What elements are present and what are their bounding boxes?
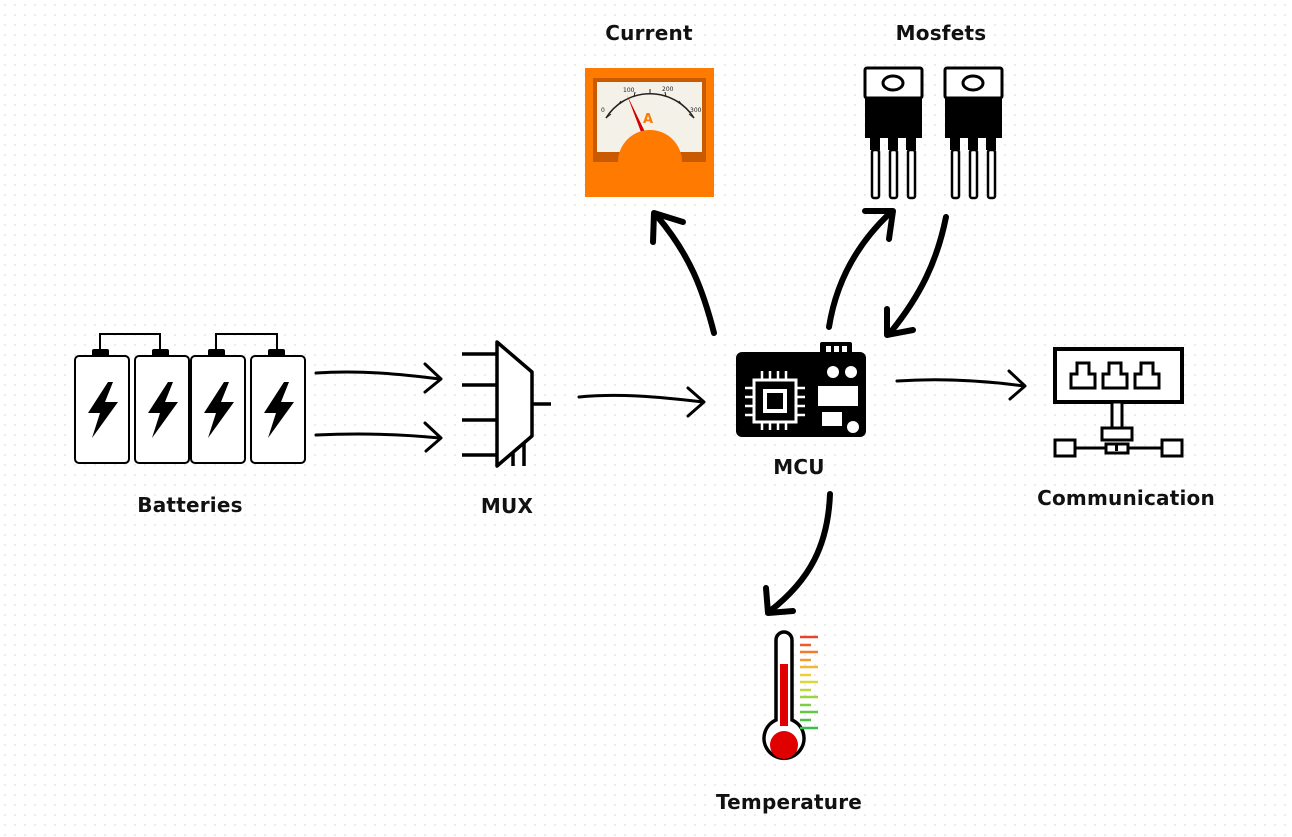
arrow-mux-to-mcu <box>577 386 706 418</box>
network-icon <box>1053 347 1184 458</box>
microcontroller-icon <box>736 342 866 437</box>
arrow-mcu-to-current <box>650 210 717 336</box>
label-mcu: MCU <box>773 455 825 479</box>
label-current: Current <box>605 21 693 45</box>
label-mosfets: Mosfets <box>895 21 987 45</box>
multiplexer-icon <box>462 340 551 468</box>
arrow-mcu-to-mosfets <box>826 208 896 330</box>
label-batteries: Batteries <box>137 493 243 517</box>
arrow-mosfets-to-mcu <box>884 214 949 338</box>
arrow-mcu-to-temperature <box>763 491 833 616</box>
label-temperature: Temperature <box>715 790 863 814</box>
svg-text:200: 200 <box>662 86 674 93</box>
svg-text:300: 300 <box>690 107 702 114</box>
ammeter-icon: 0 100 200 300 A <box>585 68 714 197</box>
thermometer-icon <box>762 630 818 761</box>
arrow-batteries-to-mux-1 <box>314 362 443 394</box>
svg-text:0: 0 <box>601 107 605 114</box>
svg-text:A: A <box>643 112 653 127</box>
svg-text:100: 100 <box>623 87 635 94</box>
label-mux: MUX <box>480 494 534 518</box>
label-communication: Communication <box>1037 486 1215 510</box>
mosfet-icon <box>863 66 1004 200</box>
battery-pack-icon <box>74 333 306 464</box>
arrow-batteries-to-mux-2 <box>314 421 443 453</box>
arrow-mcu-to-communication <box>895 369 1027 401</box>
